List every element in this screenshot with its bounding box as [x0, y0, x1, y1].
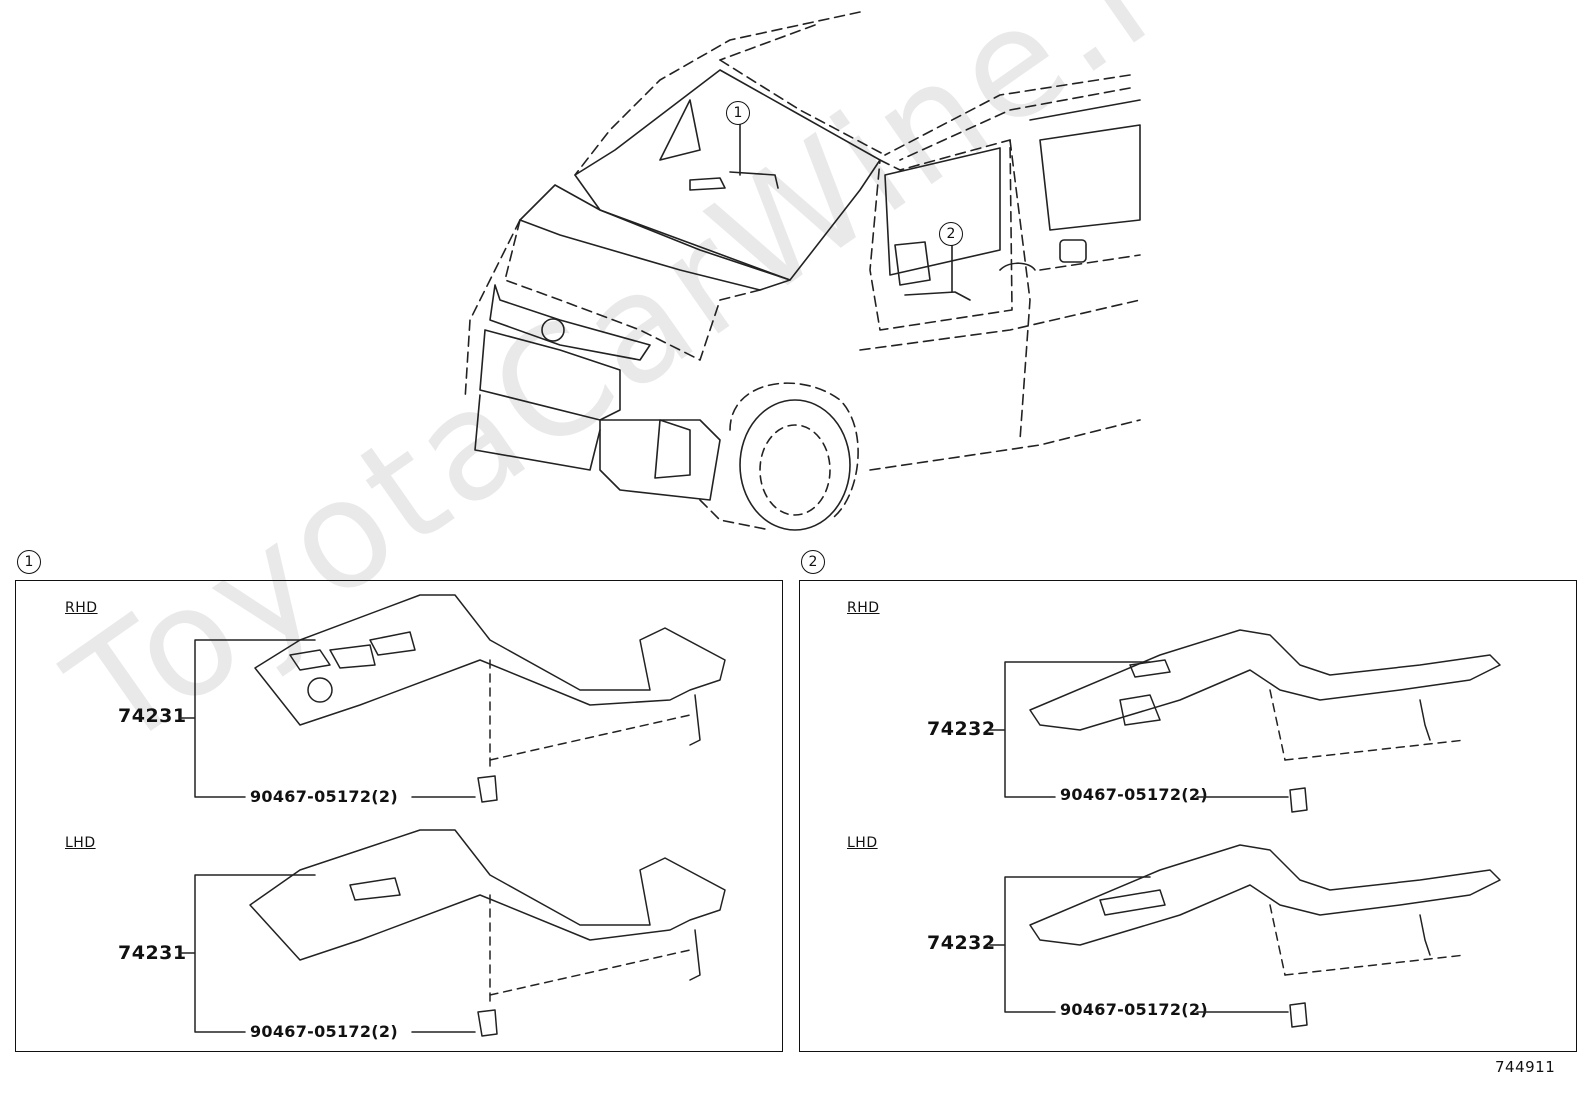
lhd-label: LHD [65, 835, 96, 851]
clip-part-number: 90467-05172(2) [250, 1022, 398, 1041]
rhd-label: RHD [847, 600, 880, 616]
clip-part-number: 90467-05172(2) [1060, 785, 1208, 804]
lhd-label: LHD [847, 835, 878, 851]
panel-1-number: 1 [17, 550, 41, 574]
clip-part-number: 90467-05172(2) [250, 787, 398, 806]
rhd-label: RHD [65, 600, 98, 616]
panel-2-number: 2 [801, 550, 825, 574]
part-number: 74232 [927, 718, 996, 740]
part-number: 74232 [927, 932, 996, 954]
callout-1: 1 [726, 101, 750, 125]
part-number: 74231 [118, 942, 187, 964]
panel-2 [799, 580, 1577, 1052]
clip-part-number: 90467-05172(2) [1060, 1000, 1208, 1019]
callout-2: 2 [939, 222, 963, 246]
diagram-code: 744911 [1495, 1058, 1556, 1076]
panel-1 [15, 580, 783, 1052]
part-number: 74231 [118, 705, 187, 727]
